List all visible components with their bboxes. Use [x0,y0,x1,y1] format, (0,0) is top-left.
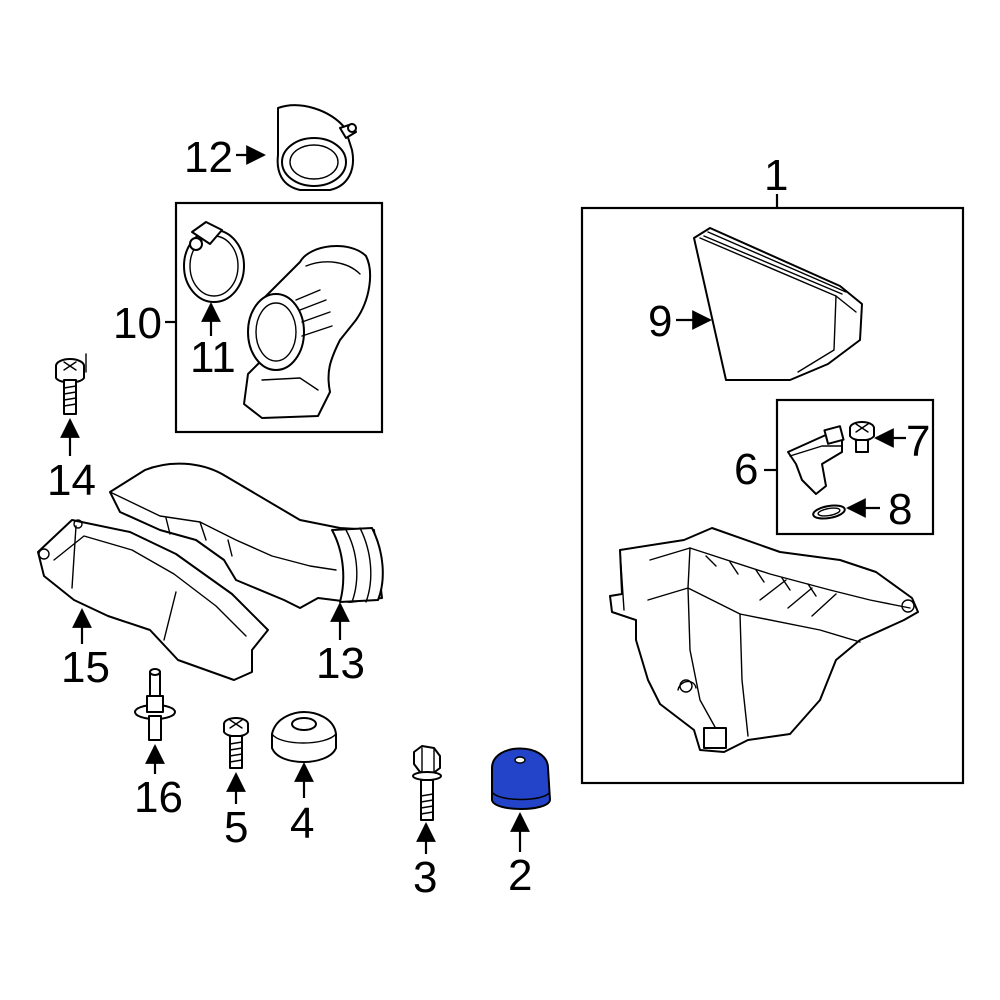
callout-11[interactable]: 11 [190,333,236,382]
cap-body[interactable] [491,747,552,810]
part-14-bolt[interactable] [55,353,87,415]
cap-rim [491,791,551,801]
callout-12[interactable]: 12 [184,133,233,182]
part-10-intake-hose[interactable] [243,245,372,419]
part-15-air-duct[interactable] [37,519,269,681]
air-cleaner-housing[interactable] [609,527,919,753]
part-16-push-pin[interactable] [134,668,176,741]
callout-8[interactable]: 8 [888,485,912,534]
part-5-screw[interactable] [223,717,249,769]
group-box-10 [174,201,384,434]
callout-5[interactable]: 5 [224,803,248,852]
part-12-intake-adapter[interactable] [276,104,357,191]
callout-3[interactable]: 3 [413,853,437,902]
callout-4[interactable]: 4 [290,799,314,848]
cap-hole [514,756,526,764]
callout-14[interactable]: 14 [47,456,96,505]
callout-2[interactable]: 2 [508,851,532,900]
callout-13[interactable]: 13 [316,639,365,688]
callout-1[interactable]: 1 [764,151,788,200]
callout-9[interactable]: 9 [648,297,672,346]
part-6-maf-sensor[interactable] [787,425,845,495]
part-4-grommet[interactable] [271,711,337,763]
group-box-6 [775,398,935,536]
part-7-screw[interactable] [849,421,875,453]
callout-6[interactable]: 6 [734,445,758,494]
part-3-bolt[interactable] [412,745,442,821]
group-box-1 [580,206,965,785]
callout-7[interactable]: 7 [906,417,930,466]
part-9-air-filter[interactable] [693,227,863,381]
part-2-cap[interactable] [491,747,552,810]
part-11-hose-clamp[interactable] [183,221,245,303]
part-8-o-ring[interactable] [812,503,846,520]
part-13-air-inlet-duct[interactable] [109,462,384,609]
callout-10[interactable]: 10 [113,299,162,348]
callout-15[interactable]: 15 [61,643,110,692]
callout-16[interactable]: 16 [134,773,183,822]
